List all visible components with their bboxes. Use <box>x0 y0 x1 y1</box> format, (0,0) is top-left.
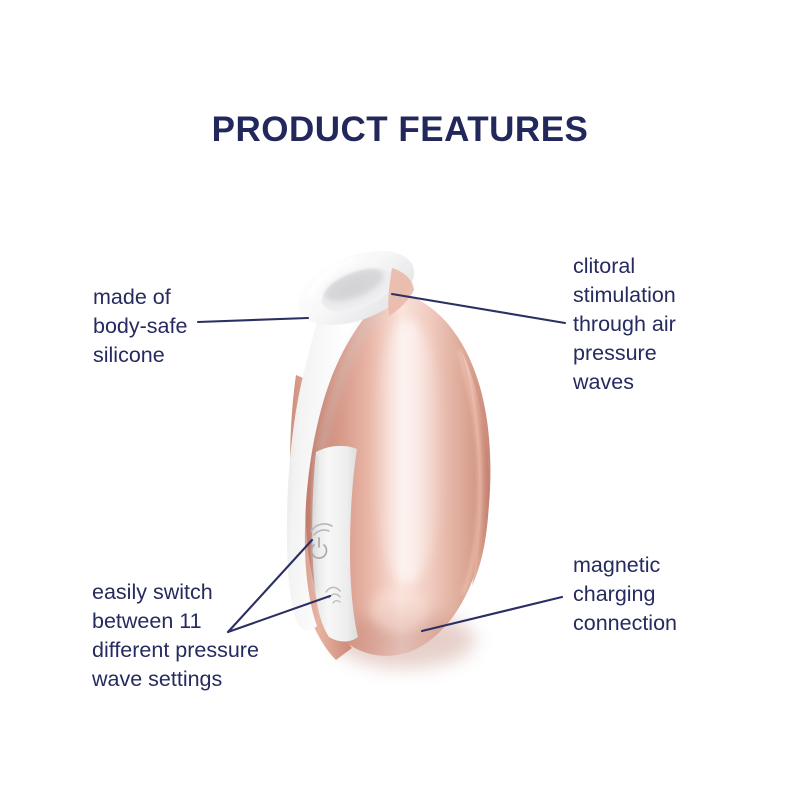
product-rim-highlight <box>307 256 356 299</box>
power-wave-arc-outer <box>310 523 333 532</box>
callout-settings-line-2: between 11 <box>92 609 202 633</box>
callout-settings-line-3: different pressure <box>92 638 259 662</box>
product-bottom-gloss <box>369 588 429 632</box>
callout-silicone-line-3: silicone <box>93 343 165 367</box>
product-crease-highlight <box>457 349 481 595</box>
leader-line-silicone <box>196 316 310 324</box>
power-wave-arc-inner <box>313 529 330 536</box>
callout-magnetic-charging-connection: magnetic charging connection <box>573 551 677 638</box>
leader-line-clitoral <box>390 292 567 325</box>
product-panel-shadow <box>310 455 319 591</box>
leader-line-power-button <box>226 538 314 634</box>
product-nozzle-rose-arc <box>388 268 414 316</box>
leader-line-intensity-button <box>226 594 332 634</box>
power-icon <box>310 537 328 559</box>
callout-magnetic-line-1: magnetic <box>573 553 661 577</box>
callout-silicone-line-1: made of <box>93 285 171 309</box>
page-title: PRODUCT FEATURES <box>211 110 589 149</box>
callout-clitoral-line-1: clitoral <box>573 254 636 278</box>
callout-clitoral-stimulation: clitoral stimulation through air pressur… <box>573 252 676 397</box>
callout-silicone-line-2: body-safe <box>93 314 188 338</box>
callout-clitoral-line-5: waves <box>573 370 634 394</box>
callout-magnetic-line-3: connection <box>573 611 677 635</box>
callout-magnetic-line-2: charging <box>573 582 656 606</box>
leader-lines <box>196 292 567 634</box>
product-body <box>286 250 491 668</box>
power-button[interactable] <box>310 523 333 559</box>
leader-line-magnetic <box>420 595 564 633</box>
callout-clitoral-line-3: through air <box>573 312 676 336</box>
callout-pressure-wave-settings: easily switch between 11 different press… <box>92 578 259 694</box>
callout-clitoral-line-4: pressure <box>573 341 657 365</box>
callout-settings-line-4: wave settings <box>92 667 223 691</box>
product-control-panel <box>312 445 358 642</box>
product-nozzle-inner-shadow <box>324 269 384 301</box>
callout-made-of-body-safe-silicone: made of body-safe silicone <box>93 283 187 370</box>
product-right-facet <box>462 352 490 586</box>
callout-settings-line-1: easily switch <box>92 580 213 604</box>
product-specular-streak <box>372 320 444 584</box>
product-silicone-shell <box>286 258 410 631</box>
callout-clitoral-line-2: stimulation <box>573 283 676 307</box>
